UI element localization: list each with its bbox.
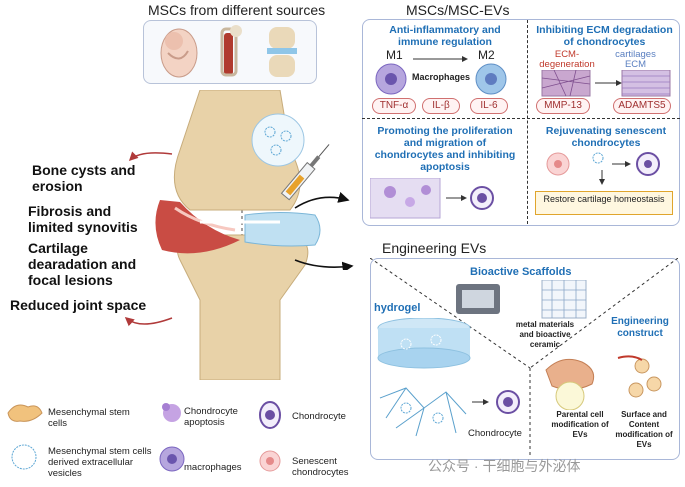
legend-senescent: Senescent chondrocytes [292,456,349,478]
scaffolds-title: Bioactive Scaffolds [470,266,572,278]
legend-macrophages: macrophages [184,462,242,473]
fetus-icon [160,28,198,78]
macrophage-cells [375,56,507,95]
marker-mmp13: MMP-13 [536,98,590,114]
chondrocyte-apoptosis-image [370,178,441,219]
m1-label: M1 [386,48,403,62]
macrophages-label: Macrophages [412,72,471,82]
anti-title: Anti-inflammatory and immune regulation [389,24,501,48]
rejuv-illustration [546,152,660,185]
cytokine-il6: IL-6 [470,98,508,114]
construct-title: Engineering construct [611,316,669,339]
engineering-dividers [370,258,678,458]
evs-hdivider [362,118,680,119]
hydrogel-illustration [377,318,520,437]
ecm-degeneration-label: ECM-degeneration [539,49,595,70]
chondrocyte-label: Chondrocyte [468,428,522,439]
ev-injection [251,113,330,201]
rejuv-title: Rejuvenating senescent chondrocytes [545,125,667,149]
evs-title: MSCs/MSC-EVs [406,2,510,18]
restore-box: Restore cartilage homeostasis [535,191,673,215]
arrow-bone-cysts [128,151,173,162]
ev-bubble [251,113,305,167]
metal-label: metal materials and bioactive ceramic [515,320,575,349]
surface-label: Surface and Content modification of EVs [615,410,673,449]
knee-arrows [294,191,354,270]
watermark: 公众号 · 干细胞与外泌体 [428,458,581,474]
legend-evs: Mesenchymal stem cells derived extracell… [48,446,152,479]
ecm-healthy-image [621,70,671,97]
cytokine-tnf: TNF-α [372,98,416,114]
knee-icon [267,27,297,77]
legend-msc: Mesenchymal stem cells [48,407,130,429]
legend-chondrocyte: Chondrocyte [292,411,346,422]
sources-panel [143,20,317,84]
hydrogel-network [379,387,467,437]
left-item-joint-space: Reduced joint space [10,297,147,313]
marker-adamts5: ADAMTS5 [613,98,671,114]
legend-apoptosis: Chondrocyte apoptosis [184,406,238,428]
parental-label: Parental cell modification of EVs [551,410,609,439]
msc-legend-icon [7,404,43,422]
prolif-illustration [370,178,494,219]
arrow-joint-space [124,317,173,327]
syringe-icon [280,144,330,201]
ev-legend-icon [11,444,37,470]
construct-illustration [545,355,662,410]
engineering-title: Engineering EVs [382,240,487,256]
left-item-fibrosis: Fibrosis and limited synovitis [28,203,138,235]
cytokine-il-beta: IL-β [422,98,460,114]
sources-illustration [160,25,297,78]
left-arrows [124,151,173,327]
left-item-cartilage: Cartilage dearadation and focal lesions [28,240,137,288]
bone-icon [220,25,242,77]
ecm-title: Inhibiting ECM degradation of chondrocyt… [536,24,673,48]
ecm-images [541,70,671,97]
m2-label: M2 [478,48,495,62]
legend-icons [7,401,281,472]
cartilage-ecm-label: cartilages ECM [615,49,656,70]
hydrogel-title: hydrogel [374,302,421,314]
scaffold-devices [456,280,587,319]
left-item-bone-cysts: Bone cysts and erosion [32,162,136,194]
sources-title: MSCs from different sources [148,2,326,18]
evs-vdivider [527,20,528,224]
prolif-title: Promoting the proliferation and migratio… [374,125,516,173]
